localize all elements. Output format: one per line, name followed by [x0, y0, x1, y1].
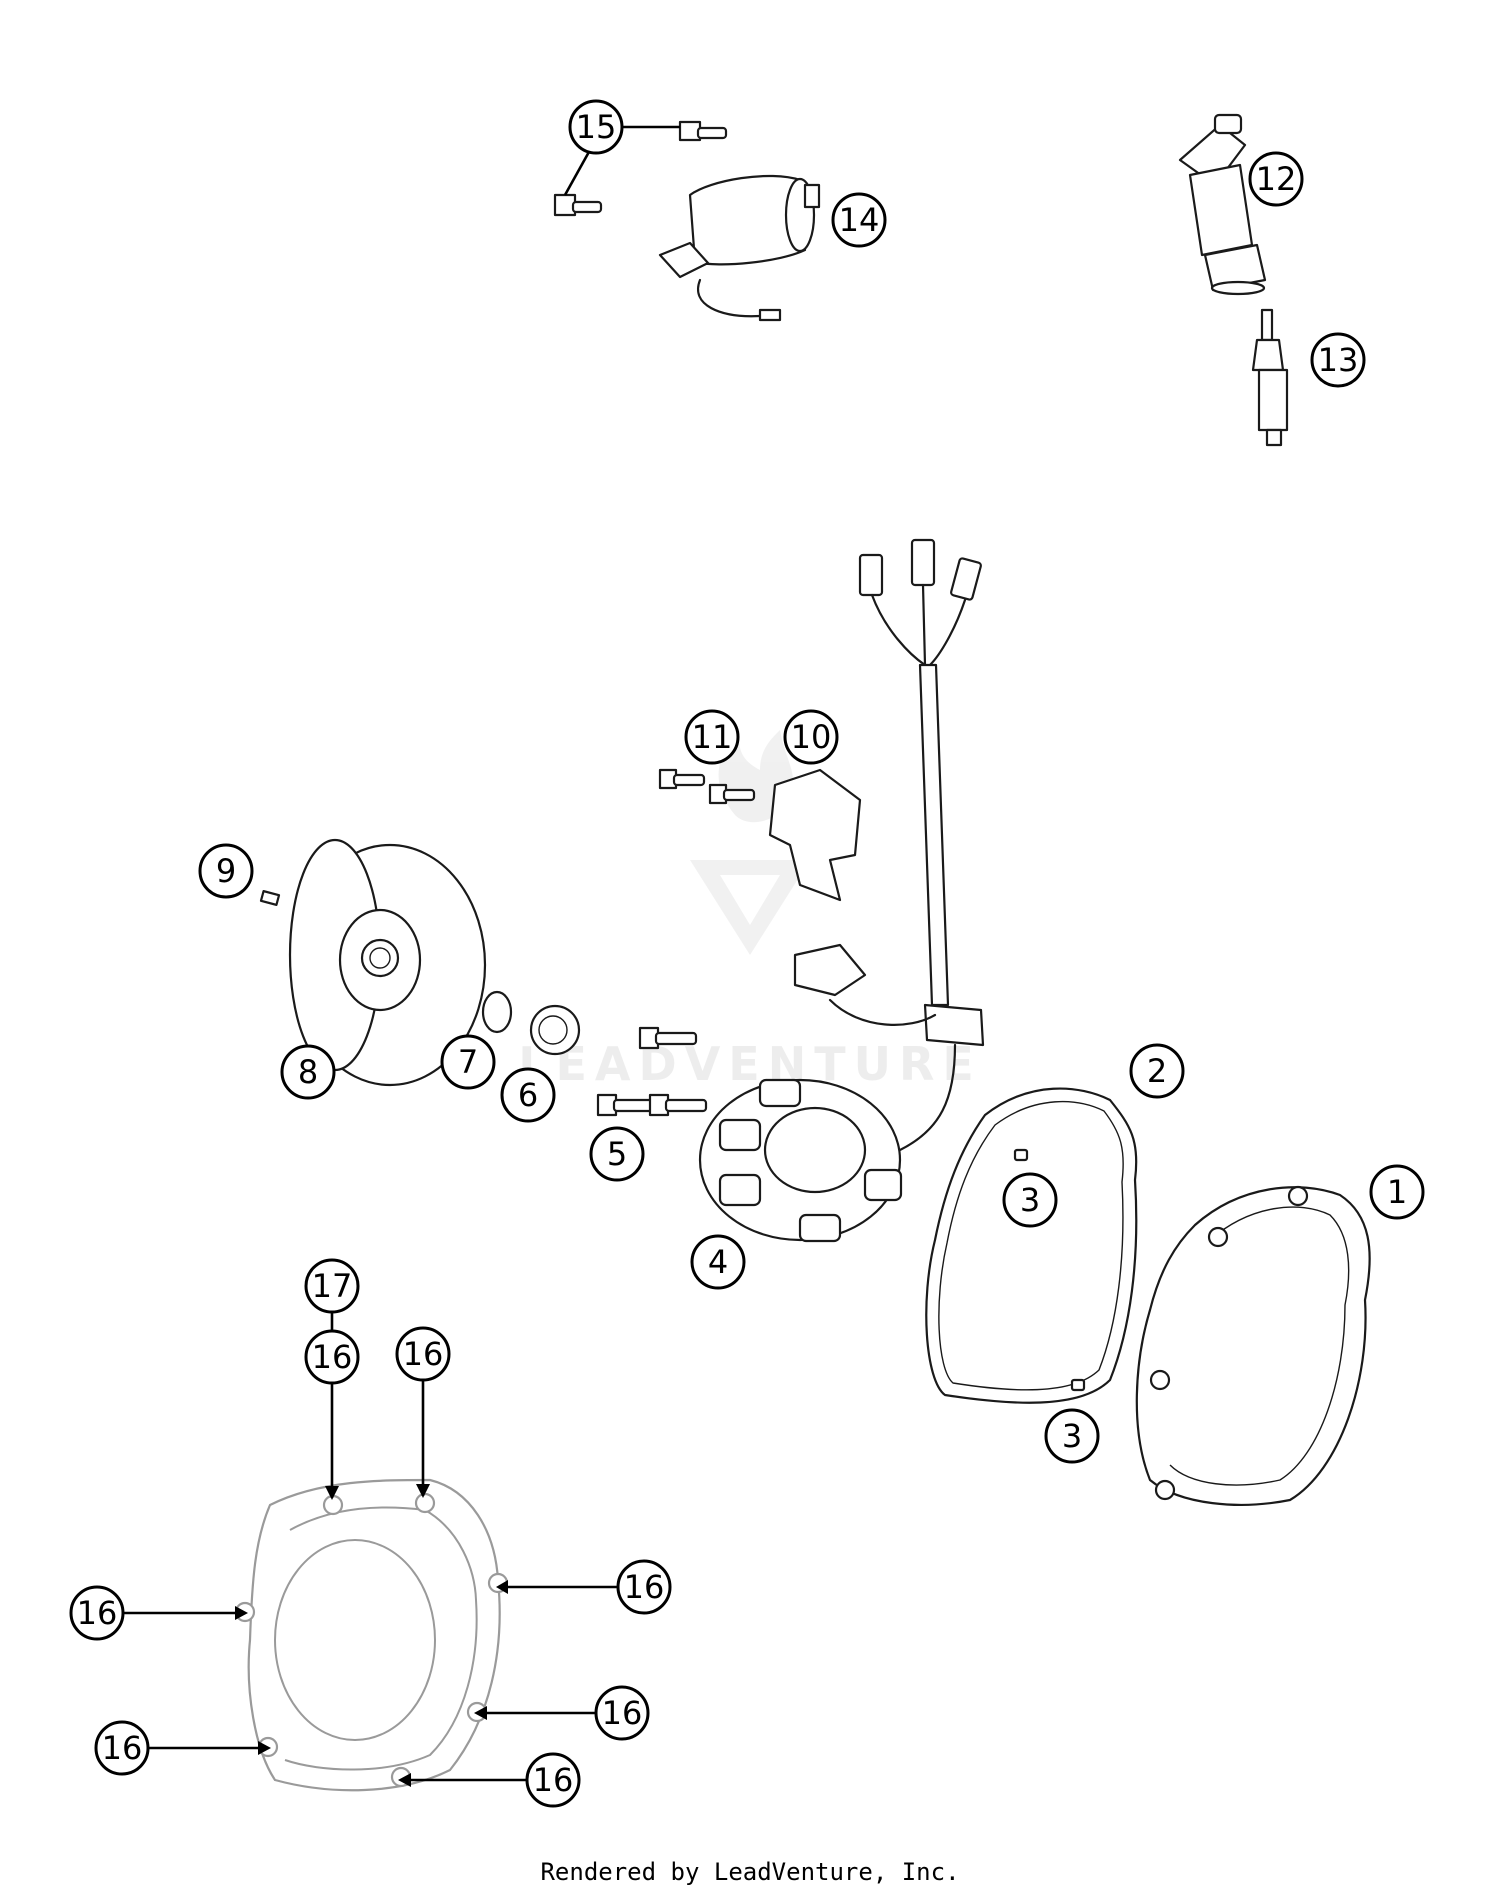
callout-3-lower: 3	[1044, 1408, 1100, 1464]
callout-7: 7	[440, 1034, 496, 1090]
spark-plug-cap	[1178, 113, 1267, 296]
dowel-pin-upper	[1013, 1148, 1029, 1162]
stator	[698, 1078, 903, 1243]
callout-3-upper: 3	[1002, 1172, 1058, 1228]
callout-label: 16	[533, 1761, 574, 1799]
cover-gasket	[925, 1087, 1138, 1404]
callout-label: 3	[1062, 1417, 1082, 1455]
wiring-harness	[858, 538, 985, 1152]
callout-16-right-upper: 16	[616, 1559, 672, 1615]
woodruff-key	[259, 889, 281, 907]
spark-plug	[1251, 308, 1289, 447]
watermark: LEADVENTURE	[518, 730, 982, 1091]
callout-label: 10	[791, 718, 832, 756]
callout-label: 17	[312, 1267, 353, 1305]
callout-label: 1	[1387, 1173, 1407, 1211]
callout-14: 14	[831, 192, 887, 248]
callout-label: 16	[403, 1335, 444, 1373]
callout-label: 5	[607, 1135, 627, 1173]
ignition-coil	[567, 174, 821, 433]
callout-label: 16	[602, 1694, 643, 1732]
callout-1: 1	[1369, 1164, 1425, 1220]
callout-16-left-lower: 16	[94, 1720, 150, 1776]
callout-label: 9	[216, 852, 236, 890]
callout-15: 15	[568, 99, 624, 155]
generator-cover	[1135, 1185, 1371, 1506]
cover-screw-reference	[234, 1478, 509, 1792]
callout-11: 11	[684, 709, 740, 765]
callout-label: 16	[102, 1729, 143, 1767]
render-credit: Rendered by LeadVenture, Inc.	[540, 1858, 960, 1886]
callout-16-bottom: 16	[525, 1752, 581, 1808]
callout-label: 6	[518, 1076, 538, 1114]
callout-13: 13	[1310, 332, 1366, 388]
bracket-screws	[658, 768, 756, 805]
dowel-pin-lower	[1070, 1378, 1086, 1392]
leader-lines	[123, 125, 680, 1782]
callout-label: 15	[576, 108, 617, 146]
callout-label: 3	[1020, 1181, 1040, 1219]
coil-bolt-lower	[553, 193, 603, 217]
callout-label: 2	[1147, 1052, 1167, 1090]
callout-2: 2	[1129, 1043, 1185, 1099]
callout-16-right-lower: 16	[594, 1685, 650, 1741]
cable-bracket	[768, 768, 862, 902]
callout-4: 4	[690, 1234, 746, 1290]
callout-17: 17	[304, 1258, 360, 1314]
callout-label: 4	[708, 1243, 728, 1281]
callout-label: 12	[1256, 160, 1297, 198]
gasket-inner-edge	[938, 1100, 1124, 1391]
callout-label: 16	[624, 1568, 665, 1606]
pickup-sensor	[793, 943, 937, 1026]
callout-label: 16	[312, 1338, 353, 1376]
callout-8: 8	[280, 1044, 336, 1100]
stator-screws	[596, 1026, 708, 1117]
callout-label: 8	[298, 1053, 318, 1091]
callout-label: 14	[839, 201, 880, 239]
callout-label: 7	[458, 1043, 478, 1081]
callout-16-top-right: 16	[395, 1326, 451, 1382]
leader-arrowheads	[235, 1484, 508, 1787]
callout-16-top-left: 16	[304, 1329, 360, 1385]
callout-label: 13	[1318, 341, 1359, 379]
callout-12: 12	[1248, 151, 1304, 207]
callout-5: 5	[589, 1126, 645, 1182]
callout-10: 10	[783, 709, 839, 765]
callout-9: 9	[198, 843, 254, 899]
watermark-text: LEADVENTURE	[518, 1037, 982, 1091]
rotor-flywheel	[288, 838, 487, 1087]
callout-label: 16	[77, 1594, 118, 1632]
callout-16-left-upper: 16	[69, 1585, 125, 1641]
washer	[481, 990, 513, 1034]
rotor-nut	[529, 1004, 581, 1056]
coil-bolt-upper	[678, 120, 728, 142]
callout-6: 6	[500, 1067, 556, 1123]
callout-label: 11	[692, 718, 733, 756]
